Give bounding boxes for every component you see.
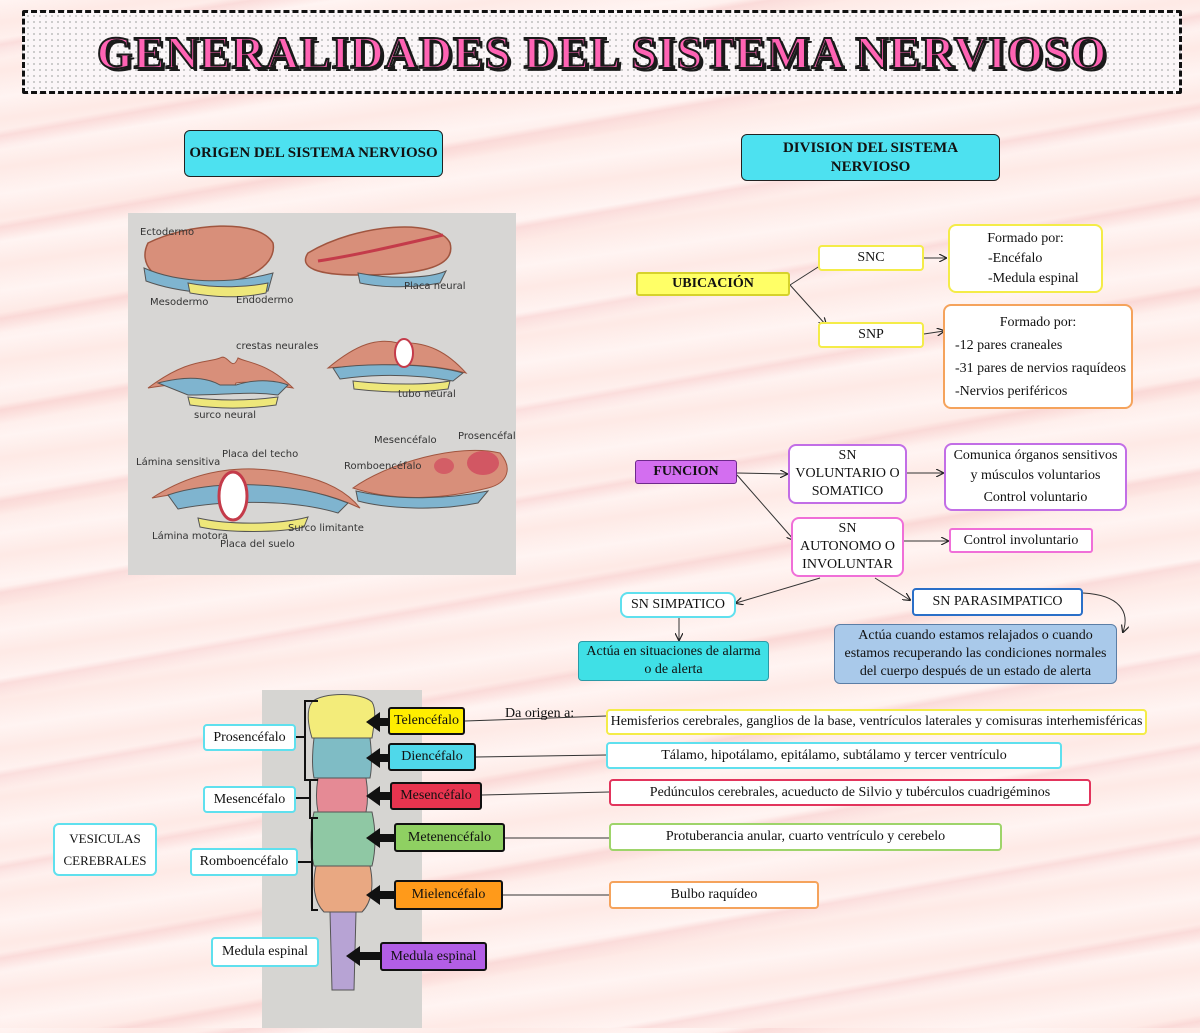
funcion-node: FUNCION xyxy=(635,460,737,484)
sn-parasimpatico-node: SN PARASIMPATICO xyxy=(912,588,1083,616)
label-surco-limitante: Surco limitante xyxy=(288,523,364,534)
label-surco-neural: surco neural xyxy=(194,410,256,421)
derivado-diencefalo: Tálamo, hipotálamo, epitálamo, subtálamo… xyxy=(606,742,1062,769)
label-lamina-sensitiva: Lámina sensitiva xyxy=(136,456,220,468)
voluntario-desc-box: Comunica órganos sensitivos y músculos v… xyxy=(944,443,1127,511)
embryology-drawing: Ectodermo Mesodermo Endodermo Placa neur… xyxy=(128,213,522,575)
snc-item: -Encéfalo xyxy=(988,250,1043,266)
parasimpatico-desc: Actúa cuando estamos relajados o cuando … xyxy=(834,624,1117,684)
secundaria-mesencefalo: Mesencéfalo xyxy=(390,782,482,810)
snp-item: -31 pares de nervios raquídeos xyxy=(955,360,1127,376)
derivado-mesencefalo: Pedúnculos cerebrales, acueducto de Silv… xyxy=(609,779,1091,806)
drawing-stage-2: Placa neural xyxy=(304,226,466,292)
secundaria-diencefalo: Diencéfalo xyxy=(388,743,476,771)
origen-header: ORIGEN DEL SISTEMA NERVIOSO xyxy=(184,130,443,177)
title-banner xyxy=(22,10,1182,94)
snc-formado-box: Formado por: -Encéfalo -Medula espinal xyxy=(948,224,1103,293)
label-ectodermo: Ectodermo xyxy=(140,227,194,238)
sn-simpatico-node: SN SIMPATICO xyxy=(620,592,736,618)
label-mesodermo: Mesodermo xyxy=(150,297,208,308)
drawing-stage-5: Lámina sensitiva Placa del techo Lámina … xyxy=(136,449,364,550)
label-crestas: crestas neurales xyxy=(236,341,318,352)
involuntario-desc: Control involuntario xyxy=(949,528,1093,553)
da-origen-label: Da origen a: xyxy=(505,706,575,721)
secundaria-metenencefalo: Metenencéfalo xyxy=(394,823,505,852)
derivado-metenencefalo: Protuberancia anular, cuarto ventrículo … xyxy=(609,823,1002,851)
snp-item: -12 pares craneales xyxy=(955,337,1063,353)
label-placa-techo: Placa del techo xyxy=(222,449,298,460)
label-endodermo: Endodermo xyxy=(236,295,293,306)
vesicula-prosencefalo: Prosencéfalo xyxy=(203,724,296,751)
secundaria-medula: Medula espinal xyxy=(380,942,487,971)
derivado-mielencefalo: Bulbo raquídeo xyxy=(609,881,819,909)
simpatico-desc: Actúa en situaciones de alarma o de aler… xyxy=(578,641,769,681)
ubicacion-node: UBICACIÓN xyxy=(636,272,790,296)
page-title: GENERALIDADES DEL SISTEMA NERVIOSO xyxy=(96,26,1108,79)
drawing-stage-1: Ectodermo Mesodermo Endodermo xyxy=(140,225,293,308)
label-tubo-neural: tubo neural xyxy=(398,389,456,400)
label-mesencefalo: Mesencéfalo xyxy=(374,434,437,446)
snp-formado-box: Formado por: -12 pares craneales -31 par… xyxy=(943,304,1133,409)
snc-item: -Medula espinal xyxy=(988,270,1079,286)
vesicula-romboencefalo: Romboencéfalo xyxy=(190,848,298,876)
drawing-stage-3: crestas neurales surco neural xyxy=(147,341,318,421)
snc-formado-title: Formado por: xyxy=(987,230,1064,246)
snp-item: -Nervios periféricos xyxy=(955,383,1068,399)
division-header: DIVISION DEL SISTEMA NERVIOSO xyxy=(741,134,1000,181)
derivado-telencefalo: Hemisferios cerebrales, ganglios de la b… xyxy=(606,709,1147,735)
snp-formado-title: Formado por: xyxy=(999,314,1077,330)
label-rombencefalo: Romboencéfalo xyxy=(344,460,422,472)
label-prosencefalo: Prosencéfalo xyxy=(458,430,516,442)
label-placa-suelo: Placa del suelo xyxy=(220,539,295,550)
snc-node: SNC xyxy=(818,245,924,271)
voluntario-control: Control voluntario xyxy=(983,490,1088,505)
secundaria-telencefalo: Telencéfalo xyxy=(388,707,465,735)
snp-node: SNP xyxy=(818,322,924,348)
vesicula-mesencefalo: Mesencéfalo xyxy=(203,786,296,813)
secundaria-mielencefalo: Mielencéfalo xyxy=(394,880,503,910)
label-lamina-motora: Lámina motora xyxy=(152,530,228,542)
sn-autonomo-node: SN AUTONOMO O INVOLUNTAR xyxy=(791,517,904,577)
label-placa-neural: Placa neural xyxy=(404,281,466,292)
sn-voluntario-node: SN VOLUNTARIO O SOMATICO xyxy=(788,444,907,504)
voluntario-desc: Comunica órganos sensitivos y músculos v… xyxy=(953,448,1118,483)
vesiculas-label: VESICULAS CEREBRALES xyxy=(53,823,157,876)
drawing-stage-6: Mesencéfalo Prosencéfalo Romboencéfalo xyxy=(344,430,522,509)
vesicula-medula: Medula espinal xyxy=(211,937,319,967)
drawing-stage-4: tubo neural xyxy=(326,338,468,400)
